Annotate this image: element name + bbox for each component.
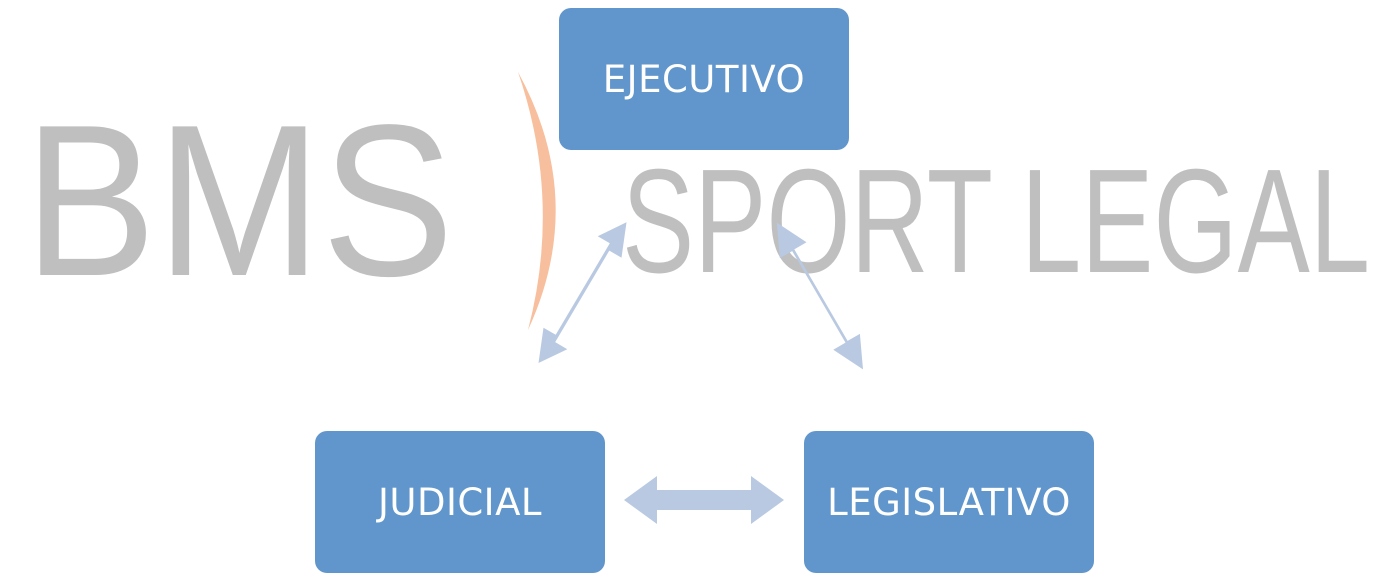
- arrow-ejecutivo-legislativo: [776, 222, 863, 370]
- watermark-bracket-icon: [518, 72, 556, 330]
- connector-arrows: [538, 222, 863, 524]
- arrow-ejecutivo-judicial: [538, 222, 627, 363]
- watermark-bms-text: BMS: [24, 79, 454, 321]
- node-legislativo: LEGISLATIVO: [804, 431, 1094, 573]
- watermark-logo: BMS SPORT LEGAL: [24, 72, 1370, 330]
- node-judicial-label: JUDICIAL: [377, 480, 543, 524]
- node-judicial: JUDICIAL: [315, 431, 605, 573]
- node-ejecutivo-label: EJECUTIVO: [602, 57, 806, 101]
- watermark-sport-legal-text: SPORT LEGAL: [622, 139, 1370, 304]
- arrow-judicial-legislativo: [624, 476, 784, 524]
- node-ejecutivo: EJECUTIVO: [559, 8, 849, 150]
- node-legislativo-label: LEGISLATIVO: [827, 480, 1071, 524]
